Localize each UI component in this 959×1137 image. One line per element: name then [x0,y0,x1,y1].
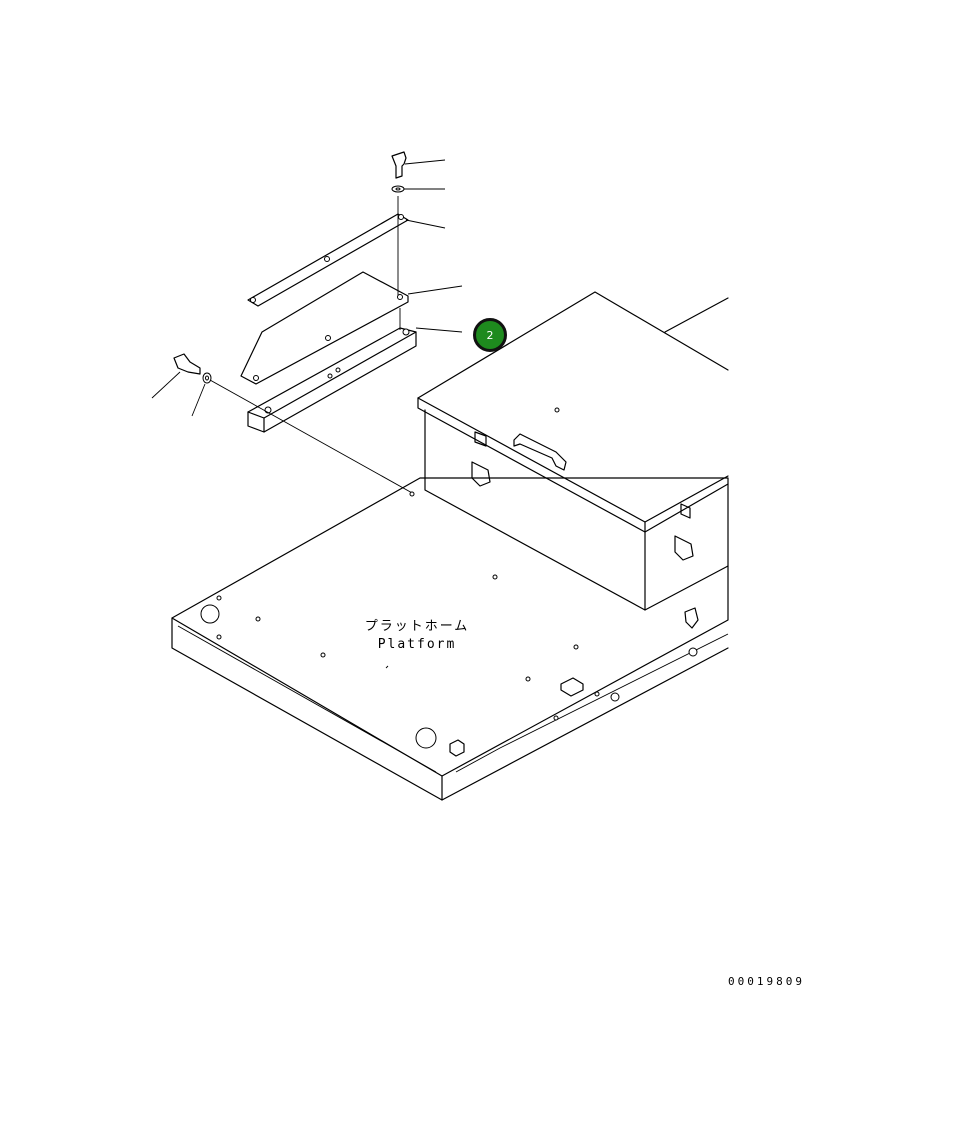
mounting-bracket [240,213,417,433]
platform-label: プラットホーム Platform [362,618,472,654]
leader-lines [151,159,463,417]
callout-2[interactable]: 2 [473,318,507,352]
platform-label-en: Platform [377,637,457,652]
alignment-lines [209,196,415,497]
tool-box [417,291,729,611]
drawing-number: 00019809 [728,975,805,988]
platform-plate [171,477,729,801]
callout-number: 2 [486,328,494,342]
hardware-parts [173,151,407,384]
platform-label-jp: プラットホーム [364,619,470,634]
